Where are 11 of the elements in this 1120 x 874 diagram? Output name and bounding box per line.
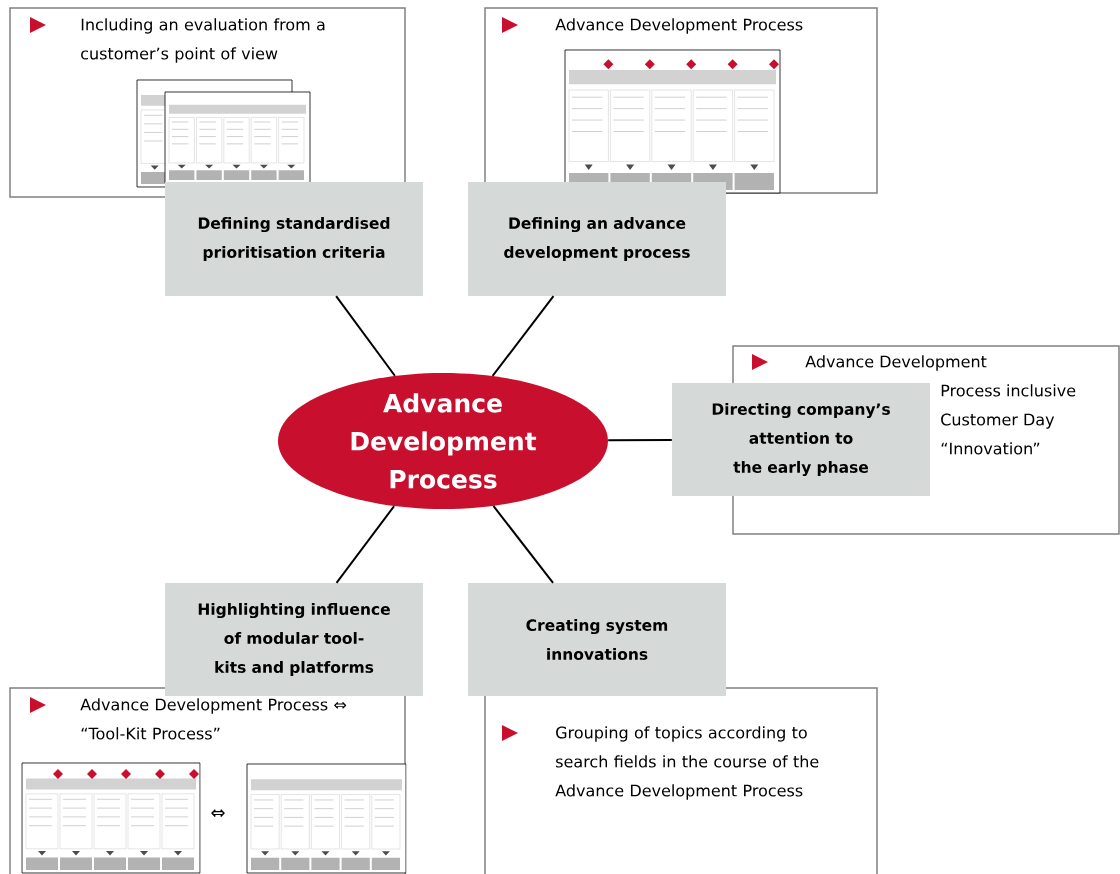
topic-box: Directing company’s attention to the early phase	[672, 383, 930, 496]
connector-line	[335, 295, 396, 377]
connector-line	[335, 505, 396, 584]
connector-line	[492, 504, 555, 584]
equivalence-symbol: ⇔	[211, 809, 225, 817]
topic-box: Defining an advance development process	[468, 182, 726, 296]
topic-box: Defining standardised prioritisation criteria	[165, 182, 423, 296]
topic-box: Highlighting influence of modular tool-kits and platforms	[165, 583, 423, 696]
connector-line	[491, 295, 555, 377]
connector-line	[607, 439, 673, 442]
topic-box: Creating system innovations	[468, 583, 726, 696]
